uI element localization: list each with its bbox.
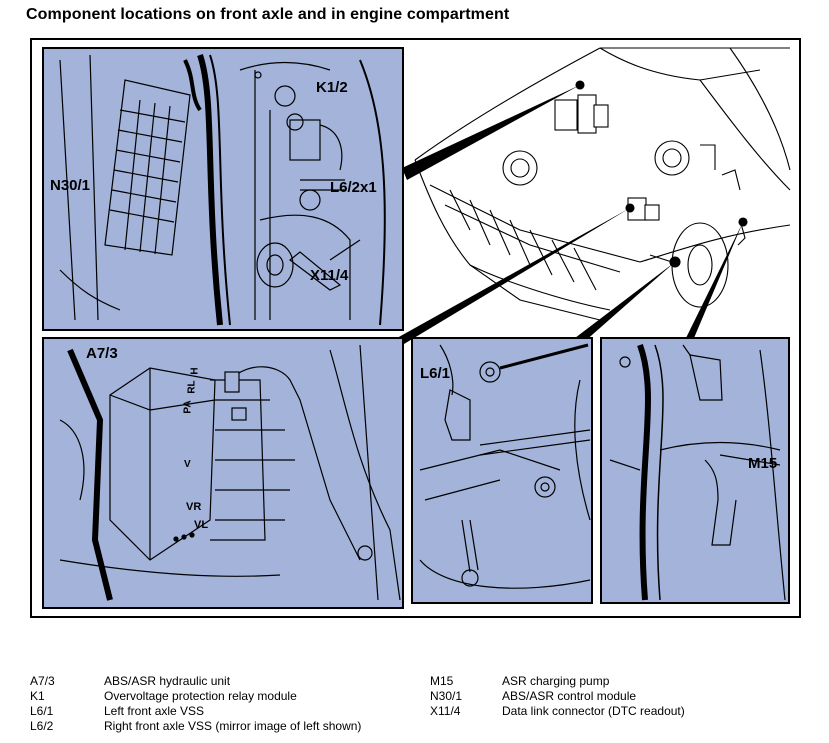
callout-l6-2x1: L6/2x1 xyxy=(330,179,377,196)
car-overview xyxy=(414,47,791,321)
legend-desc: ASR charging pump xyxy=(502,674,610,688)
legend-row: X11/4 Data link connector (DTC readout) xyxy=(430,704,810,719)
legend-row: A7/3 ABS/ASR hydraulic unit xyxy=(30,674,430,689)
callout-n30-1: N30/1 xyxy=(50,177,91,194)
legend-desc: Data link connector (DTC readout) xyxy=(502,704,685,718)
stamp-vr: VR xyxy=(186,501,202,513)
legend-code: K1 xyxy=(30,689,45,703)
legend-desc: Right front axle VSS (mirror image of le… xyxy=(104,719,362,733)
legend-right: M15 ASR charging pump N30/1 ABS/ASR cont… xyxy=(430,674,810,719)
panel-bottom-right xyxy=(600,337,790,604)
legend-code: L6/1 xyxy=(30,704,54,718)
stamp-h: H xyxy=(189,367,201,375)
panel-bottom-middle xyxy=(411,337,593,604)
legend-row: N30/1 ABS/ASR control module xyxy=(430,689,810,704)
legend-code: L6/2 xyxy=(30,719,54,733)
panel-top-left xyxy=(42,47,404,331)
callout-l6-1: L6/1 xyxy=(420,365,451,382)
legend-desc: ABS/ASR control module xyxy=(502,689,637,703)
stamp-v: V xyxy=(184,459,191,470)
page-title: Component locations on front axle and in… xyxy=(26,6,510,23)
legend-code: M15 xyxy=(430,674,454,688)
callout-k1-2: K1/2 xyxy=(316,79,348,96)
legend-code: X11/4 xyxy=(430,704,461,718)
legend-desc: Overvoltage protection relay module xyxy=(104,689,297,703)
legend-desc: ABS/ASR hydraulic unit xyxy=(104,674,231,688)
panel-bottom-left xyxy=(42,337,404,609)
legend-row: K1 Overvoltage protection relay module xyxy=(30,689,430,704)
legend-row: M15 ASR charging pump xyxy=(430,674,810,689)
stamp-pa: PA xyxy=(182,400,194,414)
leader-wedges xyxy=(397,85,743,344)
callout-a7-3: A7/3 xyxy=(86,345,118,362)
stamp-vl: VL xyxy=(194,519,209,531)
callout-m15: M15 xyxy=(748,455,778,472)
legend-left: A7/3 ABS/ASR hydraulic unit K1 Overvolta… xyxy=(30,674,430,734)
legend-row: L6/2 Right front axle VSS (mirror image … xyxy=(30,719,430,734)
legend-code: N30/1 xyxy=(430,689,463,703)
legend-desc: Left front axle VSS xyxy=(104,704,205,718)
callout-x11-4: X11/4 xyxy=(310,267,349,284)
legend-code: A7/3 xyxy=(30,674,55,688)
legend-row: L6/1 Left front axle VSS xyxy=(30,704,430,719)
stamp-rl: RL xyxy=(186,380,198,394)
